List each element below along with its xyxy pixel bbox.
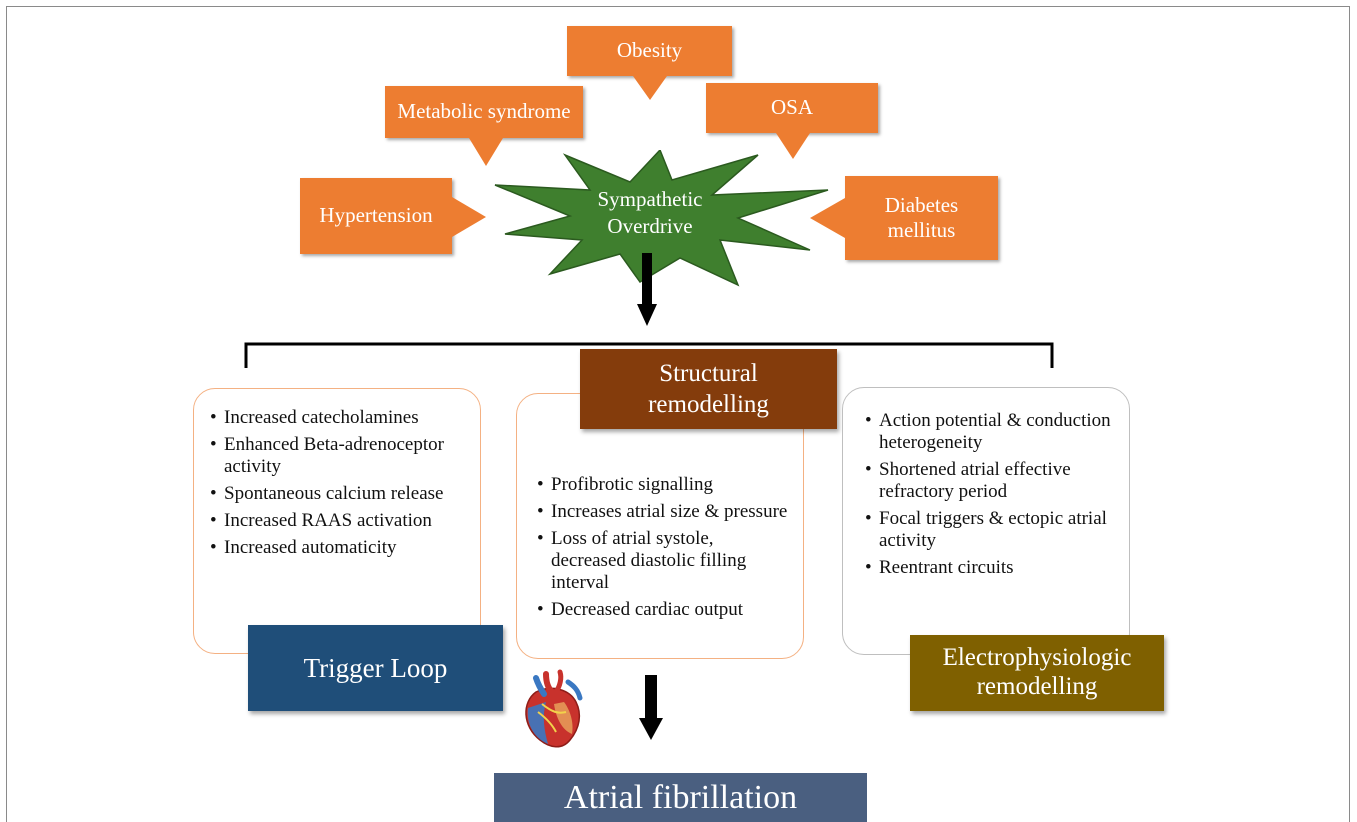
list-item: Increases atrial size & pressure: [535, 501, 791, 523]
label-obesity: Obesity: [616, 38, 683, 63]
list-item: Loss of atrial systole, decreased diasto…: [535, 528, 791, 594]
arrow-down-head: [637, 304, 657, 326]
list-item: Spontaneous calcium release: [208, 483, 468, 505]
list-item: Increased catecholamines: [208, 407, 468, 429]
box-metabolic-syndrome: Metabolic syndrome: [385, 86, 583, 138]
label-diabetes: Diabetes mellitus: [884, 192, 959, 242]
list-item: Increased RAAS activation: [208, 510, 468, 532]
list-item: Shortened atrial effective refractory pe…: [863, 459, 1117, 503]
atrial-fibrillation-box: Atrial fibrillation: [494, 773, 867, 822]
arrow-down-shaft: [642, 253, 652, 305]
arrow-metabolic: [469, 138, 503, 166]
electro-panel: Action potential & conduction heterogene…: [842, 387, 1130, 655]
arrow-hypertension: [452, 197, 486, 237]
list-item: Reentrant circuits: [863, 557, 1117, 579]
trigger-loop-label: Trigger Loop: [248, 625, 503, 711]
arrow-osa: [776, 133, 810, 159]
list-item: Profibrotic signalling: [535, 474, 791, 496]
trigger-loop-list: Increased catecholamines Enhanced Beta-a…: [208, 407, 468, 559]
structural-panel: Profibrotic signalling Increases atrial …: [516, 393, 804, 659]
list-item: Enhanced Beta-adrenoceptor activity: [208, 434, 468, 478]
box-diabetes: Diabetes mellitus: [845, 176, 998, 260]
list-item: Action potential & conduction heterogene…: [863, 410, 1117, 454]
label-hypertension: Hypertension: [319, 203, 433, 228]
box-obesity: Obesity: [567, 26, 732, 76]
list-item: Increased automaticity: [208, 537, 468, 559]
structural-list: Profibrotic signalling Increases atrial …: [535, 474, 791, 621]
label-metabolic-syndrome: Metabolic syndrome: [397, 99, 571, 124]
arrow-obesity: [633, 76, 667, 100]
arrow-down-head-2: [639, 718, 663, 740]
heart-icon: [525, 669, 583, 748]
starburst-shape: [494, 150, 829, 287]
electro-list: Action potential & conduction heterogene…: [863, 410, 1117, 579]
bracket: [244, 342, 1054, 368]
list-item: Decreased cardiac output: [535, 599, 791, 621]
structural-label: Structural remodelling: [580, 349, 837, 429]
box-hypertension: Hypertension: [300, 178, 452, 254]
figure-frame: [6, 6, 1350, 822]
arrow-diabetes: [810, 198, 845, 238]
sympathetic-overdrive-label: Sympathetic Overdrive: [597, 187, 703, 239]
electro-label: Electrophysiologic remodelling: [910, 635, 1164, 711]
arrow-down-shaft-2: [645, 675, 657, 719]
box-osa: OSA: [706, 83, 878, 133]
label-osa: OSA: [770, 95, 813, 120]
list-item: Focal triggers & ectopic atrial activity: [863, 508, 1117, 552]
trigger-loop-panel: Increased catecholamines Enhanced Beta-a…: [193, 388, 481, 654]
